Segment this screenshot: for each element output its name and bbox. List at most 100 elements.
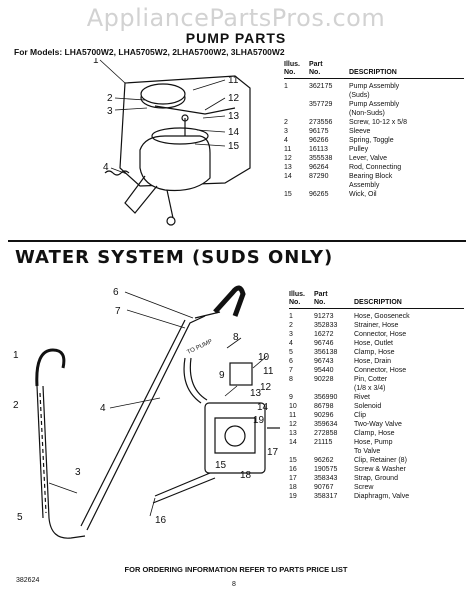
illus-number: 15 (289, 457, 297, 464)
pump-callout-4: 4 (103, 162, 109, 173)
description-line: Assembly (349, 182, 380, 189)
description-line: Screw, 10-12 x 5/8 (349, 119, 407, 126)
water-callout-3: 3 (75, 467, 81, 478)
water-system-diagram: 6 7 1 2 3 4 5 16 8 10 9 11 12 13 14 15 1… (13, 285, 280, 539)
description-line: Strainer, Hose (354, 322, 399, 329)
part-number: 358343 (314, 475, 338, 482)
document-number: 382624 (16, 577, 40, 584)
part-description: Two-Way Valve (354, 420, 434, 429)
description-line: Rivet (354, 394, 370, 401)
water-callout-4: 4 (100, 403, 106, 414)
description-line: Strap, Ground (354, 475, 398, 482)
description-line: Pump Assembly (349, 101, 400, 108)
description-line: Screw (354, 484, 374, 491)
part-description: Solenoid (354, 402, 434, 411)
description-line: Connector, Hose (354, 367, 407, 374)
description-line: Pump Assembly (349, 83, 400, 90)
part-description: Screw, 10-12 x 5/8 (349, 118, 429, 127)
water-callout-8: 8 (233, 332, 239, 343)
part-description: Wick, Oil (349, 190, 429, 199)
description-line: To Valve (354, 448, 381, 455)
description-line: Sleeve (349, 128, 371, 135)
pump-callout-15: 15 (228, 141, 240, 152)
part-row: 1 91273 Hose, Gooseneck (289, 312, 464, 321)
description-line: Hose, Gooseneck (354, 313, 410, 320)
part-number: 91273 (314, 313, 334, 320)
description-line: Clamp, Hose (354, 349, 395, 356)
illus-number: 4 (284, 137, 288, 144)
part-number: 359634 (314, 421, 338, 428)
description-line: Two-Way Valve (354, 421, 402, 428)
pump-callout-3: 3 (107, 106, 113, 117)
illus-number: 10 (289, 403, 297, 410)
part-number: 21115 (314, 439, 333, 446)
part-number: 16272 (314, 331, 334, 338)
pump-callout-12: 12 (228, 93, 240, 104)
pump-callout-2: 2 (107, 93, 113, 104)
to-pump-label: TO PUMP (186, 339, 213, 356)
illus-number: 8 (289, 376, 293, 383)
water-system-title: WATER SYSTEM (SUDS ONLY) (15, 247, 334, 268)
illus-number: 19 (289, 493, 297, 500)
part-number: 96746 (314, 340, 334, 347)
description-line: (1/8 x 3/4) (354, 385, 386, 392)
description-line: Rod, Connecting (349, 164, 402, 171)
description-line: Pin, Cotter (354, 376, 388, 383)
part-number: 86798 (314, 403, 334, 410)
part-number: 356138 (314, 349, 338, 356)
part-number: 96175 (309, 128, 329, 135)
water-callout-10: 10 (258, 352, 270, 363)
water-callout-1: 1 (13, 350, 19, 361)
illus-number: 14 (289, 439, 297, 446)
part-description: Screw & Washer (354, 465, 434, 474)
part-description: Screw (354, 483, 434, 492)
illus-number: 9 (289, 394, 293, 401)
description-line: Screw & Washer (354, 466, 406, 473)
part-description: Rod, Connecting (349, 163, 429, 172)
part-number: 190575 (314, 466, 338, 473)
water-callout-14: 14 (257, 402, 269, 413)
part-description: Strainer, Hose (354, 321, 434, 330)
part-description: Rivet (354, 393, 434, 402)
water-callout-15: 15 (215, 460, 227, 471)
illus-number: 11 (289, 412, 297, 419)
illus-number: 15 (284, 191, 292, 198)
description-line: Lever, Valve (349, 155, 388, 162)
pump-callout-14: 14 (228, 127, 240, 138)
part-description: Diaphragm, Valve (354, 492, 434, 501)
part-number: 355538 (309, 155, 333, 162)
illus-number: 1 (284, 83, 288, 90)
description-line: Wick, Oil (349, 191, 377, 198)
part-number: 96262 (314, 457, 334, 464)
description-line: Clamp, Hose (354, 430, 395, 437)
illus-number: 11 (284, 146, 292, 153)
illus-number: 17 (289, 475, 297, 482)
description-line: (Non-Suds) (349, 110, 385, 117)
part-description: Pump Assembly(Suds) (349, 82, 429, 100)
illus-number: 1 (289, 313, 293, 320)
part-number: 95440 (314, 367, 334, 374)
water-callout-2: 2 (13, 400, 19, 411)
illus-number: 3 (289, 331, 293, 338)
illus-number: 13 (289, 430, 297, 437)
illus-number: 5 (289, 349, 293, 356)
illus-number: 7 (289, 367, 293, 374)
part-number: 362175 (309, 83, 333, 90)
